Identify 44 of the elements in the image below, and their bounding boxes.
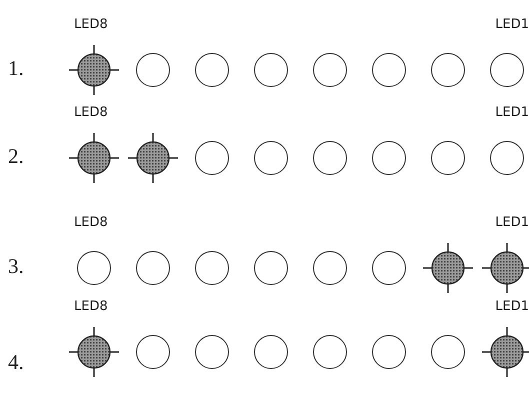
led-label: LED1	[495, 216, 529, 229]
lit-led-symbol	[69, 327, 119, 377]
led-label: LED8	[74, 106, 108, 119]
led-circle	[371, 52, 407, 88]
led-label: LED8	[74, 216, 108, 229]
led-circle	[371, 250, 407, 286]
row-number: 4.	[8, 352, 24, 373]
led-label: LED1	[495, 18, 529, 31]
led-circle	[489, 140, 525, 176]
led-label: LED1	[495, 300, 529, 313]
led-label: LED8	[74, 18, 108, 31]
led-circle	[312, 52, 348, 88]
lit-led-symbol	[128, 133, 178, 183]
led-circle	[194, 52, 230, 88]
led-circle	[194, 140, 230, 176]
led-circle	[371, 334, 407, 370]
lit-led-symbol	[69, 133, 119, 183]
led-circle	[253, 334, 289, 370]
led-label: LED8	[74, 300, 108, 313]
led-circle	[430, 140, 466, 176]
led-circle	[489, 52, 525, 88]
led-circle	[253, 140, 289, 176]
led-circle	[76, 250, 112, 286]
row-number: 1.	[8, 58, 24, 79]
led-circle	[371, 140, 407, 176]
led-circle	[312, 140, 348, 176]
led-circle	[253, 250, 289, 286]
lit-led-symbol	[482, 327, 529, 377]
led-circle	[253, 52, 289, 88]
led-circle	[430, 334, 466, 370]
led-circle	[312, 250, 348, 286]
lit-led-symbol	[482, 243, 529, 293]
led-circle	[194, 334, 230, 370]
led-circle	[135, 250, 171, 286]
lit-led-symbol	[423, 243, 473, 293]
row-number: 3.	[8, 256, 24, 277]
lit-led-symbol	[69, 45, 119, 95]
led-circle	[430, 52, 466, 88]
led-label: LED1	[495, 106, 529, 119]
led-circle	[194, 250, 230, 286]
led-circle	[135, 334, 171, 370]
row-number: 2.	[8, 146, 24, 167]
led-circle	[312, 334, 348, 370]
led-circle	[135, 52, 171, 88]
